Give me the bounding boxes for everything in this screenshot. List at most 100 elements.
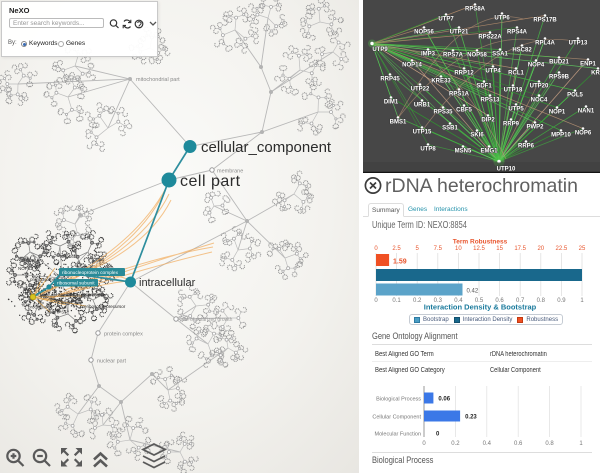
svg-text:ENP1: ENP1 — [580, 62, 596, 68]
svg-text:0.4: 0.4 — [454, 298, 463, 304]
svg-text:7.5: 7.5 — [434, 246, 443, 252]
svg-text:0.9: 0.9 — [557, 298, 566, 304]
svg-text:RPS8A: RPS8A — [465, 7, 486, 13]
svg-text:UTP15: UTP15 — [413, 130, 432, 136]
svg-text:0.4: 0.4 — [483, 441, 492, 447]
svg-text:URB1: URB1 — [414, 103, 431, 109]
svg-text:mitochondrial part: mitochondrial part — [136, 77, 180, 83]
svg-text:MPP10: MPP10 — [551, 133, 571, 139]
svg-text:RPL16B: RPL16B — [60, 254, 77, 259]
svg-text:RPS1A: RPS1A — [449, 92, 470, 98]
svg-text:preribosome precursor: preribosome precursor — [80, 304, 126, 309]
svg-text:0.5: 0.5 — [475, 298, 484, 304]
svg-text:CBF5: CBF5 — [456, 108, 472, 114]
svg-text:0.8: 0.8 — [545, 441, 554, 447]
svg-text:ribosomal subunit: ribosomal subunit — [57, 281, 95, 287]
svg-text:RRP45: RRP45 — [380, 77, 400, 83]
svg-text:BMS1: BMS1 — [390, 120, 407, 126]
svg-text:20: 20 — [537, 246, 544, 252]
svg-text:ribonucleoprotein complex: ribonucleoprotein complex — [62, 270, 119, 276]
svg-text:2.5: 2.5 — [392, 246, 401, 252]
svg-text:UTP22: UTP22 — [411, 87, 430, 93]
svg-text:HSC82: HSC82 — [512, 48, 532, 54]
svg-text:0: 0 — [422, 441, 426, 447]
svg-text:NOP14: NOP14 — [402, 63, 422, 69]
svg-text:UTP21: UTP21 — [450, 30, 469, 36]
svg-text:1: 1 — [579, 441, 583, 447]
svg-text:RPS7A: RPS7A — [443, 53, 464, 59]
svg-text:NOP56: NOP56 — [414, 30, 434, 36]
svg-text:0.42: 0.42 — [467, 289, 479, 295]
svg-text:intracellular: intracellular — [139, 277, 196, 289]
svg-text:15: 15 — [496, 246, 503, 252]
svg-text:Molecular Function: Molecular Function — [375, 432, 421, 438]
svg-text:RPS9B: RPS9B — [549, 75, 570, 81]
svg-text:RPL4A: RPL4A — [535, 41, 555, 47]
svg-text:UTP9: UTP9 — [372, 47, 388, 53]
svg-text:UTP13: UTP13 — [569, 41, 588, 47]
svg-text:POL5: POL5 — [567, 93, 583, 99]
svg-text:5: 5 — [416, 246, 420, 252]
svg-text:large ribosomal subunit precur: large ribosomal subunit precursor — [40, 293, 107, 298]
svg-text:17.5: 17.5 — [514, 246, 526, 252]
svg-text:NOP4: NOP4 — [528, 63, 545, 69]
svg-text:10: 10 — [455, 246, 462, 252]
svg-text:0.1: 0.1 — [392, 298, 401, 304]
svg-text:Interaction Density & Bootstra: Interaction Density & Bootstrap — [424, 303, 537, 312]
svg-text:0.06: 0.06 — [438, 397, 450, 403]
svg-text:processome: processome — [28, 305, 53, 310]
svg-text:25: 25 — [579, 246, 586, 252]
svg-text:NOP53: NOP53 — [18, 266, 33, 271]
svg-text:BUD21: BUD21 — [549, 60, 569, 66]
svg-text:0.6: 0.6 — [514, 441, 523, 447]
svg-text:UTP7: UTP7 — [438, 17, 454, 23]
svg-text:EMG1: EMG1 — [480, 149, 498, 155]
svg-text:UTP18: UTP18 — [504, 88, 523, 94]
svg-text:membrane: membrane — [217, 169, 243, 175]
svg-text:Biological Process: Biological Process — [376, 397, 421, 403]
svg-text:NOP6: NOP6 — [575, 131, 592, 137]
svg-text:0.6: 0.6 — [495, 298, 504, 304]
svg-text:UTP5: UTP5 — [508, 107, 524, 113]
svg-text:UTP10: UTP10 — [497, 167, 516, 173]
svg-text:NOP58: NOP58 — [467, 53, 487, 59]
svg-text:RCL1: RCL1 — [508, 71, 524, 77]
svg-text:NOC4: NOC4 — [531, 98, 548, 104]
svg-text:RPS13: RPS13 — [480, 98, 500, 104]
svg-text:0: 0 — [374, 298, 378, 304]
svg-text:0: 0 — [436, 432, 440, 438]
svg-text:MSN5: MSN5 — [455, 149, 472, 155]
svg-text:0.2: 0.2 — [451, 441, 460, 447]
svg-text:RPS22A: RPS22A — [478, 35, 502, 41]
svg-text:KRI1: KRI1 — [591, 71, 600, 77]
svg-text:PWP2: PWP2 — [526, 125, 544, 131]
svg-text:90S preribosome: 90S preribosome — [70, 292, 105, 297]
svg-text:SSA1: SSA1 — [492, 52, 508, 58]
svg-text:UTP6: UTP6 — [494, 16, 510, 22]
svg-text:NOP1: NOP1 — [549, 110, 566, 116]
svg-text:RPS14A: RPS14A — [22, 258, 39, 263]
svg-text:Term Robustness: Term Robustness — [453, 239, 508, 246]
svg-text:KRE33: KRE33 — [431, 79, 451, 85]
svg-text:SDF1: SDF1 — [476, 84, 492, 90]
svg-text:DIP2: DIP2 — [481, 118, 495, 124]
svg-text:cellular_component: cellular_component — [201, 139, 332, 156]
svg-text:RRP12: RRP12 — [454, 71, 474, 77]
svg-text:Cellular Component: Cellular Component — [372, 415, 421, 421]
svg-text:NAN1: NAN1 — [578, 109, 595, 115]
svg-text:1: 1 — [580, 298, 584, 304]
svg-text:protein complex: protein complex — [104, 332, 143, 338]
svg-text:0: 0 — [374, 246, 378, 252]
svg-text:RRP9: RRP9 — [503, 122, 520, 128]
svg-text:cell part: cell part — [180, 173, 241, 190]
svg-text:UTP20: UTP20 — [530, 84, 549, 90]
svg-text:nuclear part: nuclear part — [97, 359, 127, 365]
svg-text:UTP8: UTP8 — [420, 147, 436, 153]
svg-text:site of polarized growth: site of polarized growth — [181, 317, 233, 323]
svg-text:0.23: 0.23 — [465, 415, 477, 421]
svg-text:RPS35: RPS35 — [433, 110, 453, 116]
svg-text:SSB1: SSB1 — [442, 126, 458, 132]
svg-text:0.3: 0.3 — [434, 298, 443, 304]
svg-text:0.7: 0.7 — [516, 298, 525, 304]
svg-text:12.5: 12.5 — [473, 246, 485, 252]
